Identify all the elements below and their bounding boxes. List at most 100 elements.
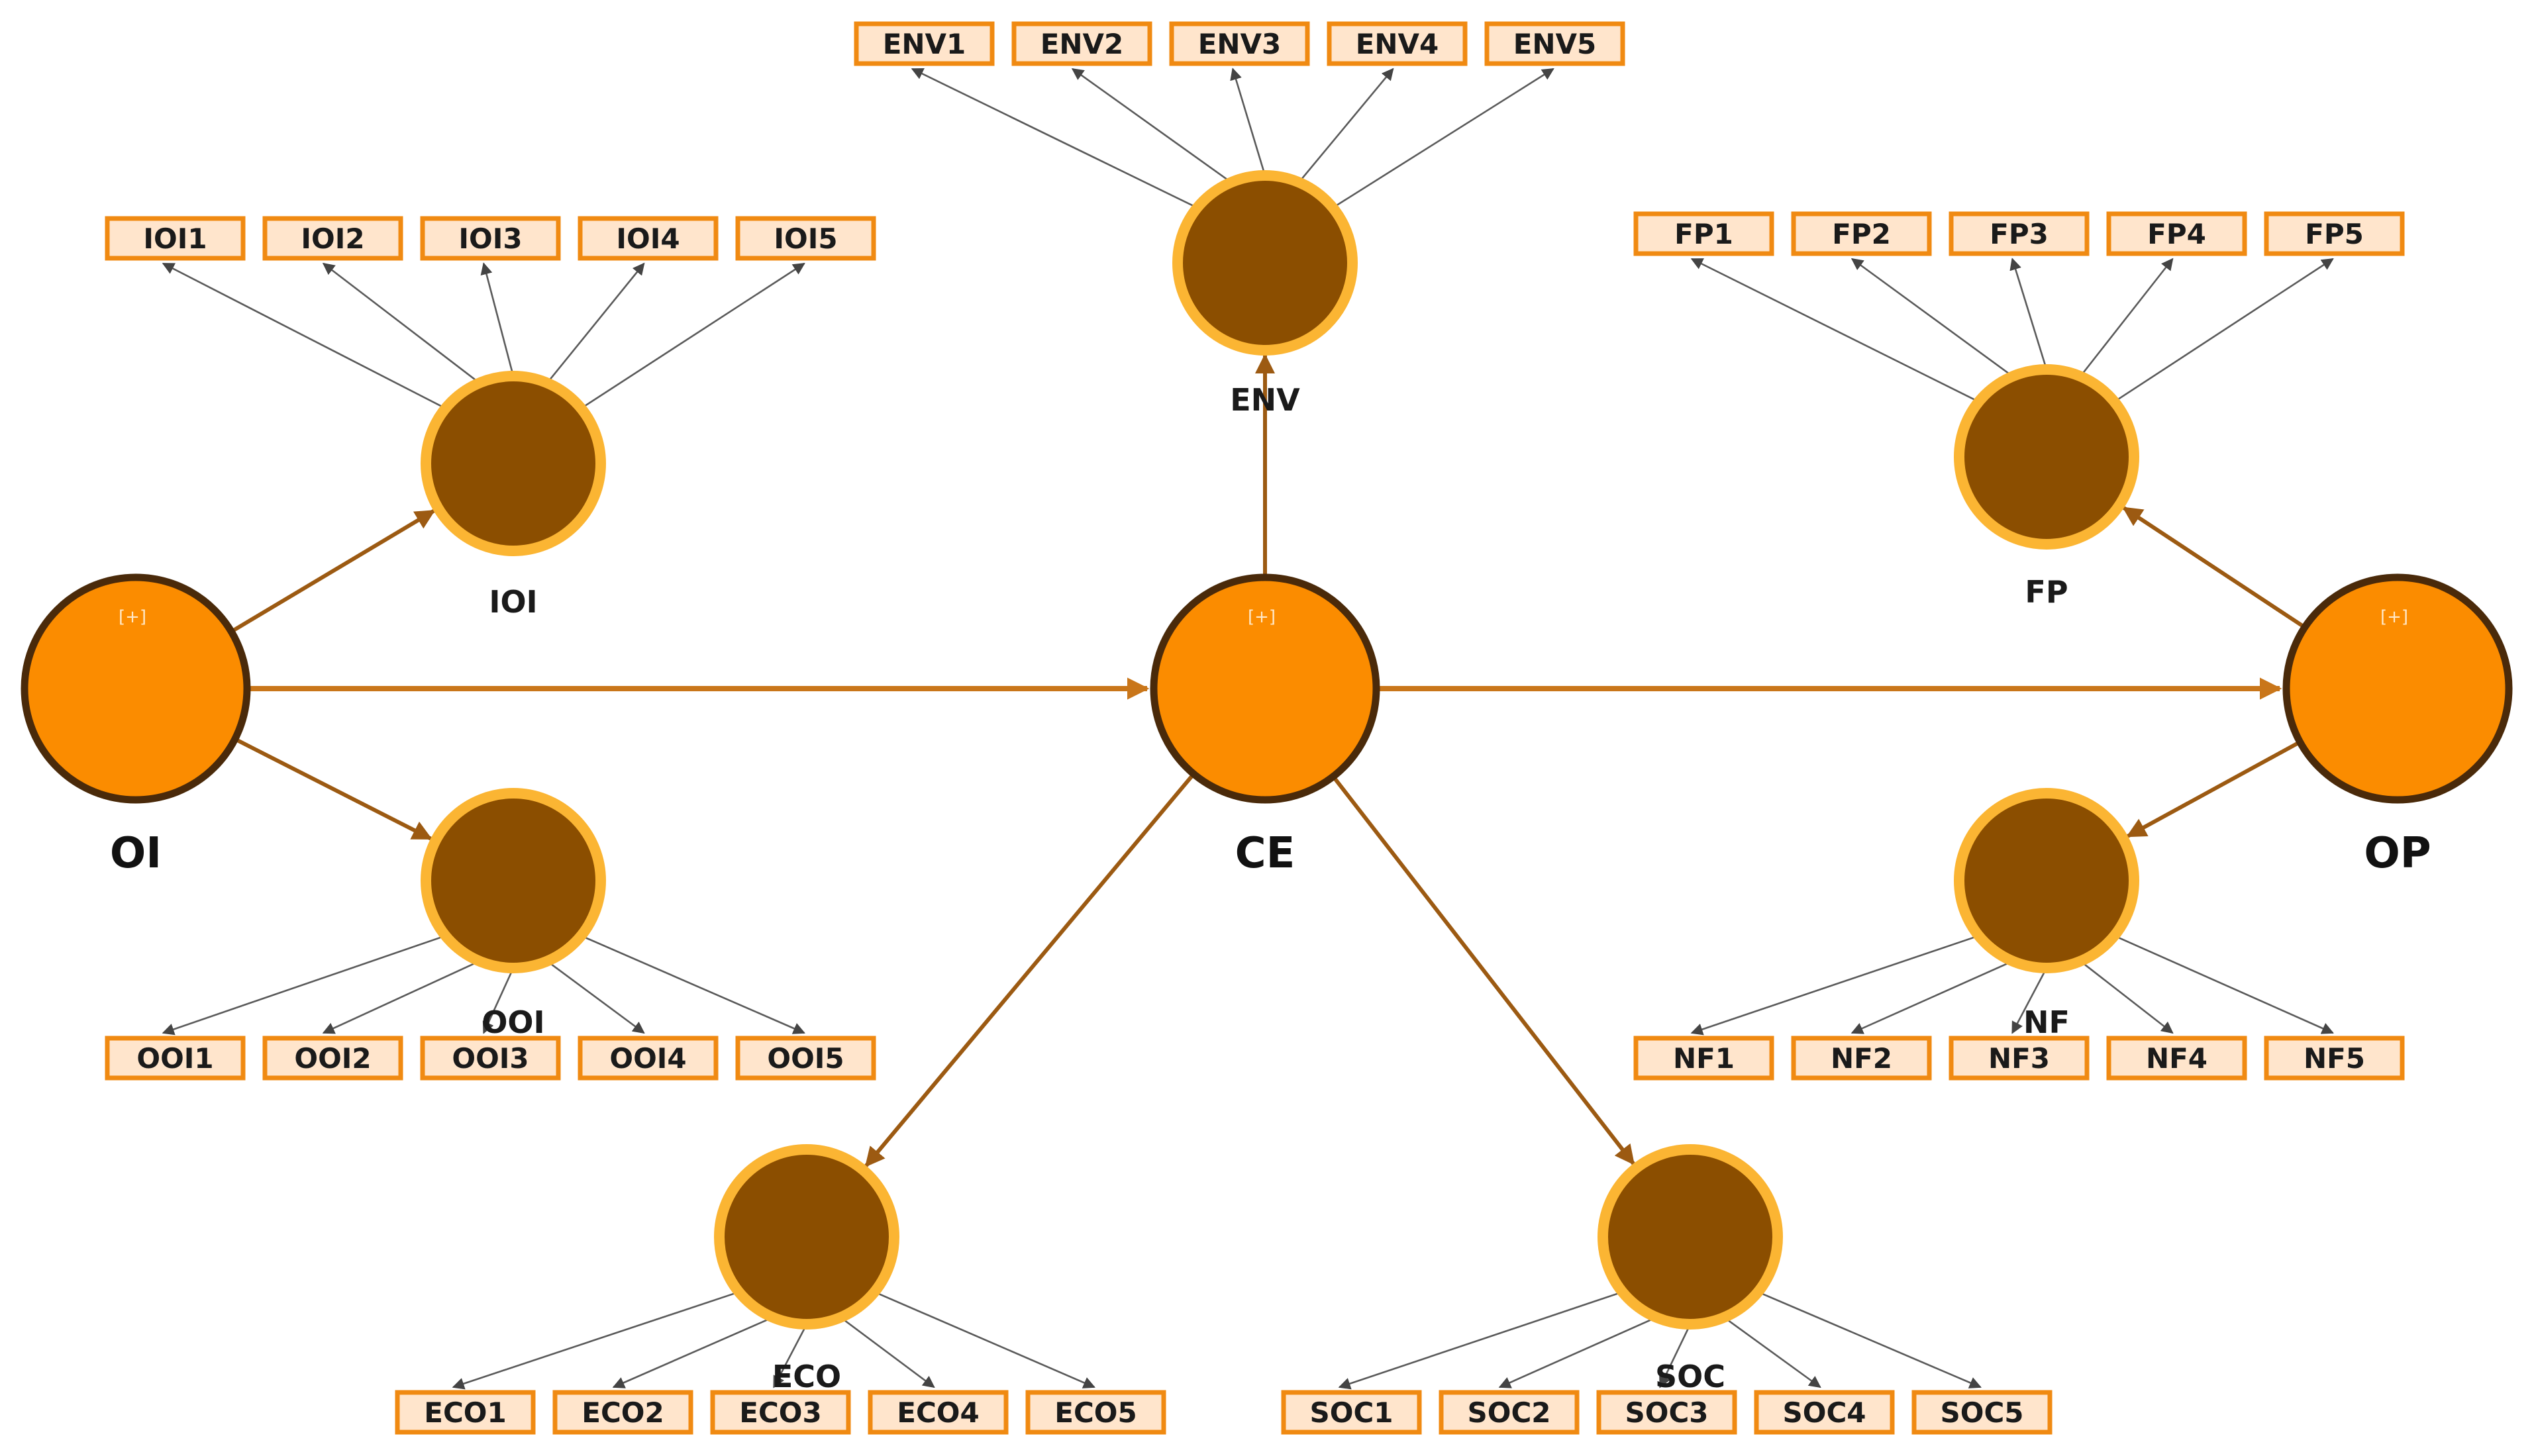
construct-label-oi: OI [110,829,162,878]
indicator-box-soc3[interactable] [1596,1390,1737,1435]
latent-node-ioi[interactable] [421,371,606,556]
indicator-label-eco4: ECO4 [897,1396,979,1429]
indicator-label-ooi3: OOI3 [452,1042,529,1075]
indicator-label-soc2: SOC2 [1468,1396,1551,1429]
loading-arrow-eco5 [874,1291,1095,1388]
indicator-box-eco1[interactable] [395,1390,536,1435]
loading-arrow-ioi1 [162,262,446,409]
indicator-label-soc5: SOC5 [1941,1396,2024,1429]
latent-node-fp[interactable] [1954,364,2139,550]
indicator-box-env1[interactable] [854,21,995,66]
loading-arrow-ooi1 [162,935,446,1036]
loading-arrow-nf5 [2113,935,2334,1034]
path-arrow-ce-to-soc [1332,776,1635,1165]
loading-arrow-ioi4 [546,262,645,384]
loading-arrow-eco1 [452,1291,740,1390]
indicator-label-ooi4: OOI4 [609,1042,686,1075]
indicator-box-env2[interactable] [1011,21,1152,66]
node-layer [21,21,2513,1435]
loading-arrow-fp5 [2113,258,2334,403]
expand-toggle-ce[interactable]: [+] [1248,607,1276,627]
indicator-label-fp5: FP5 [2305,218,2364,250]
indicator-label-fp2: FP2 [1832,218,1891,250]
indicator-label-nf4: NF4 [2146,1042,2207,1075]
indicator-box-ooi1[interactable] [105,1036,246,1081]
indicator-box-ioi1[interactable] [105,216,246,261]
indicator-label-ioi5: IOI5 [774,222,837,255]
indicator-box-eco5[interactable] [1025,1390,1166,1435]
latent-label-fp: FP [2025,574,2068,610]
indicator-box-ioi5[interactable] [735,216,876,261]
indicator-label-eco2: ECO2 [582,1396,664,1429]
indicator-label-fp3: FP3 [1990,218,2049,250]
loading-arrow-eco3 [773,1324,808,1388]
indicator-box-soc2[interactable] [1439,1390,1580,1435]
path-arrow-oi-to-ooi [235,738,432,841]
indicator-box-ioi3[interactable] [420,216,561,261]
indicator-box-ooi3[interactable] [420,1036,561,1081]
indicator-label-soc4: SOC4 [1783,1396,1866,1429]
loading-arrow-fp4 [2080,258,2174,377]
loading-arrow-env1 [911,68,1198,209]
indicator-label-nf5: NF5 [2304,1042,2365,1075]
indicator-box-fp3[interactable] [1949,211,2090,256]
latent-node-ooi[interactable] [421,788,606,973]
loading-arrow-fp2 [1851,258,2013,377]
loading-arrow-soc1 [1338,1291,1623,1390]
expand-toggle-oi[interactable]: [+] [119,607,146,627]
expand-toggle-op[interactable]: [+] [2380,607,2408,627]
loading-arrow-env3 [1230,68,1266,176]
indicator-box-fp5[interactable] [2264,211,2405,256]
indicator-box-env3[interactable] [1169,21,1310,66]
indicator-box-nf3[interactable] [1949,1036,2090,1081]
indicator-box-fp1[interactable] [1633,211,1774,256]
indicator-label-eco1: ECO1 [424,1396,506,1429]
loading-arrow-ooi5 [580,935,805,1034]
latent-label-env: ENV [1230,382,1300,418]
indicator-box-soc4[interactable] [1754,1390,1895,1435]
indicator-box-ioi2[interactable] [262,216,403,261]
path-arrow-op-to-nf [2126,740,2300,838]
latent-label-soc: SOC [1655,1359,1725,1394]
loading-arrow-nf3 [2011,967,2048,1034]
indicator-box-soc1[interactable] [1281,1390,1422,1435]
loading-arrow-eco4 [840,1316,935,1388]
loading-arrow-soc3 [1659,1324,1692,1388]
loading-arrow-env5 [1332,68,1554,209]
construct-node-op[interactable] [2282,573,2513,804]
indicator-box-ooi4[interactable] [578,1036,719,1081]
indicator-box-eco3[interactable] [710,1390,851,1435]
indicator-box-fp4[interactable] [2106,211,2247,256]
latent-node-soc[interactable] [1598,1144,1783,1330]
indicator-box-env4[interactable] [1327,21,1468,66]
indicator-box-soc5[interactable] [1911,1390,2053,1435]
latent-node-eco[interactable] [714,1144,899,1330]
latent-node-nf[interactable] [1954,788,2139,973]
path-arrow-oi-to-ioi [231,509,436,633]
indicator-box-eco2[interactable] [552,1390,693,1435]
construct-node-oi[interactable] [21,573,251,804]
indicator-label-nf2: NF2 [1831,1042,1892,1075]
indicator-box-eco4[interactable] [868,1390,1009,1435]
indicator-label-ioi3: IOI3 [458,222,522,255]
construct-label-op: OP [2364,829,2431,878]
indicator-box-ooi2[interactable] [262,1036,403,1081]
loading-arrow-nf1 [1690,935,1980,1036]
indicator-box-nf2[interactable] [1791,1036,1932,1081]
loading-arrow-fp3 [2009,258,2048,370]
indicator-box-fp2[interactable] [1791,211,1932,256]
indicator-box-nf5[interactable] [2264,1036,2405,1081]
indicator-box-ioi4[interactable] [578,216,719,261]
indicator-box-ooi5[interactable] [735,1036,876,1081]
construct-node-ce[interactable] [1150,573,1380,804]
indicator-box-nf4[interactable] [2106,1036,2247,1081]
path-arrow-ce-to-eco [864,773,1195,1167]
path-arrow-op-to-fp [2122,506,2305,628]
indicator-box-env5[interactable] [1484,21,1625,66]
latent-label-ioi: IOI [489,584,537,620]
latent-node-env[interactable] [1172,170,1358,356]
loading-arrow-soc4 [1723,1316,1821,1388]
indicator-box-nf1[interactable] [1633,1036,1774,1081]
indicator-label-env5: ENV5 [1513,28,1597,60]
